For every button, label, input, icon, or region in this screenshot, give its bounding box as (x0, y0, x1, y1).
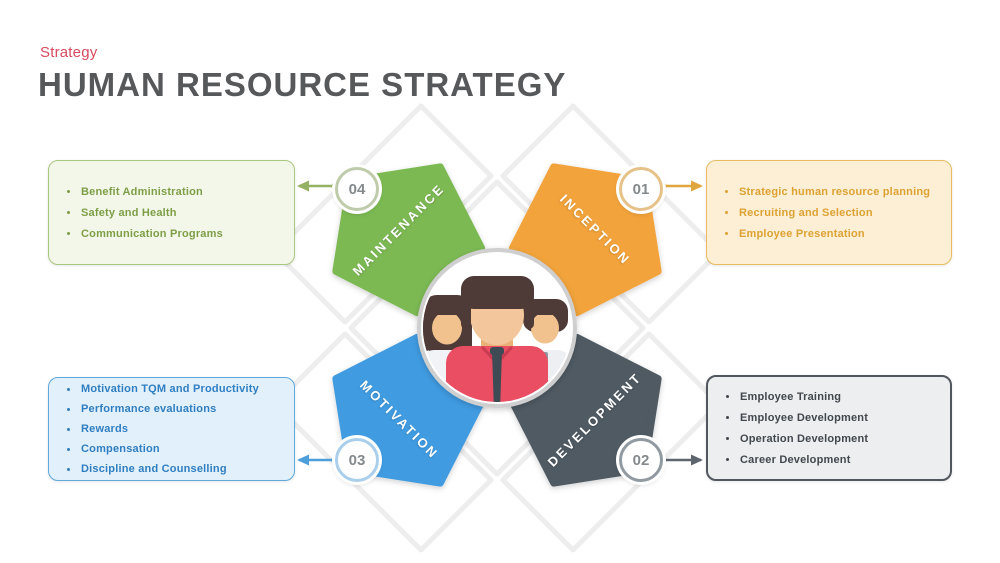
step-badge-02: 02 (619, 438, 663, 482)
inception-list: Strategic human resource planning Recrui… (707, 161, 951, 264)
info-box-motivation: Motivation TQM and Productivity Performa… (48, 377, 295, 481)
list-item: Employee Development (726, 412, 940, 424)
list-item: Strategic human resource planning (725, 186, 941, 198)
bullet-dot (67, 232, 70, 235)
bullet-dot (67, 447, 70, 451)
bullet-dot (725, 211, 728, 214)
arrow-left-icon (297, 454, 309, 466)
maintenance-list: Benefit Administration Safety and Health… (49, 161, 294, 264)
list-item: Compensation (67, 443, 284, 455)
bullet-dot (725, 190, 728, 193)
list-item: Employee Presentation (725, 228, 941, 240)
arrow-right-icon (691, 180, 703, 192)
list-item: Safety and Health (67, 207, 284, 219)
bullet-dot (67, 427, 70, 431)
list-item: Recruiting and Selection (725, 207, 941, 219)
bullet-dot (67, 190, 70, 193)
list-item: Benefit Administration (67, 186, 284, 198)
info-box-inception: Strategic human resource planning Recrui… (706, 160, 952, 265)
step-badge-01: 01 (619, 167, 663, 211)
development-list: Employee Training Employee Development O… (708, 377, 950, 479)
list-item: Career Development (726, 454, 940, 466)
list-item: Communication Programs (67, 228, 284, 240)
bullet-dot (67, 211, 70, 214)
bullet-dot (67, 387, 70, 391)
list-item: Discipline and Counselling (67, 463, 284, 475)
arrow-right-icon (691, 454, 703, 466)
info-box-development: Employee Training Employee Development O… (706, 375, 952, 481)
step-badge-04: 04 (335, 167, 379, 211)
bullet-dot (726, 437, 729, 440)
bullet-dot (726, 416, 729, 419)
list-item: Performance evaluations (67, 403, 284, 415)
step-badge-03: 03 (335, 438, 379, 482)
bullet-dot (726, 395, 729, 398)
arrow-left-icon (297, 180, 309, 192)
list-item: Operation Development (726, 433, 940, 445)
list-item: Rewards (67, 423, 284, 435)
bullet-dot (726, 458, 729, 461)
connector-inception (659, 180, 703, 192)
bullet-dot (67, 467, 70, 471)
page-title: HUMAN RESOURCE STRATEGY (38, 66, 567, 103)
motivation-list: Motivation TQM and Productivity Performa… (49, 378, 294, 480)
bullet-dot (67, 407, 70, 411)
connector-maintenance (297, 180, 339, 192)
list-item: Motivation TQM and Productivity (67, 383, 284, 395)
list-item: Employee Training (726, 391, 940, 403)
info-box-maintenance: Benefit Administration Safety and Health… (48, 160, 295, 265)
slide-eyebrow: Strategy (40, 44, 98, 61)
bullet-dot (725, 232, 728, 235)
